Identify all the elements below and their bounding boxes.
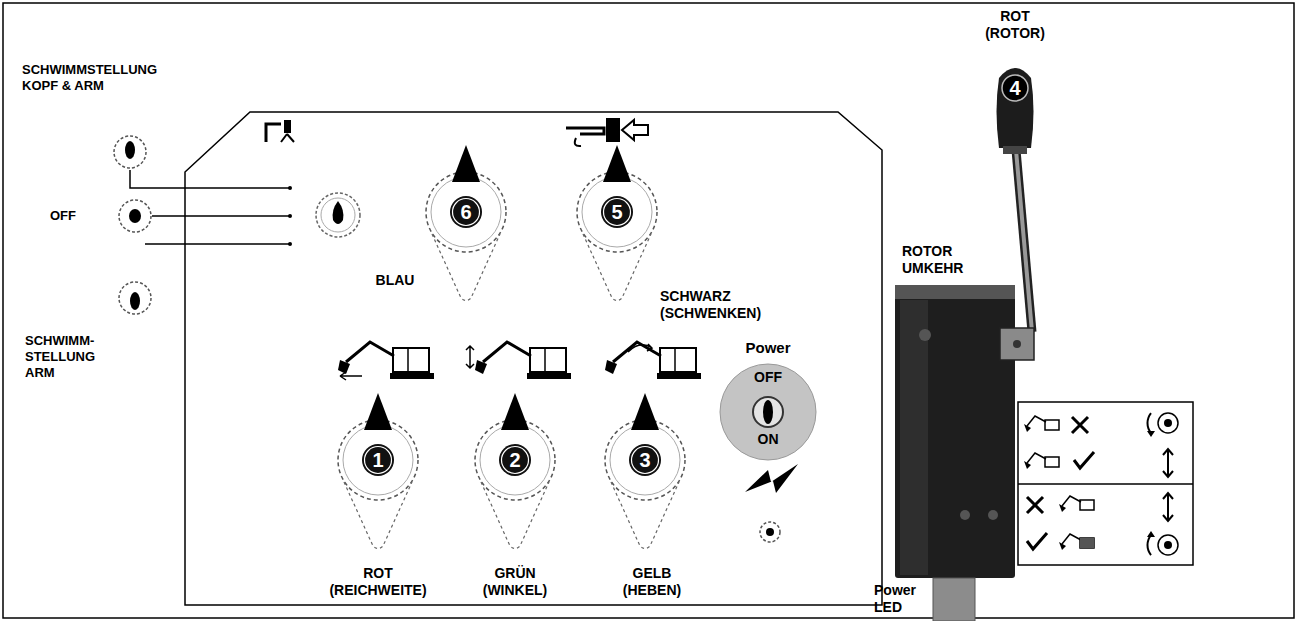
control-knob-outline	[333, 388, 423, 554]
knob-cap	[362, 444, 394, 476]
excavator-icon	[338, 342, 434, 379]
switch-position: ON	[738, 431, 798, 448]
joystick-collar	[1003, 146, 1027, 154]
excavator-icon	[605, 342, 701, 379]
knob-range	[583, 234, 651, 301]
callout-number: 6	[451, 201, 481, 223]
leader-dot	[288, 242, 292, 246]
part-label: ROTOR UMKEHR	[902, 243, 992, 277]
control-knob: 2GRÜN (WINKEL)	[470, 388, 560, 554]
leader-line	[130, 170, 290, 244]
knob-range	[344, 482, 412, 549]
leader-dot	[288, 214, 292, 218]
callout-number: 4	[1000, 77, 1030, 99]
knob-pointer	[603, 145, 631, 182]
joystick-housing	[895, 285, 1034, 578]
knob-label: SCHWARZ (SCHWENKEN)	[660, 288, 780, 322]
knob-cap	[450, 196, 482, 228]
motion-arrow	[340, 372, 362, 380]
control-knob: 1ROT (REICHWEITE)	[333, 388, 423, 554]
knob-ring	[480, 425, 550, 495]
knob-label: GRÜN (WINKEL)	[475, 565, 555, 599]
knob-label: ROT (REICHWEITE)	[323, 565, 433, 599]
knob-pointer	[501, 393, 529, 430]
knob-ring	[431, 177, 501, 247]
knob-ring	[338, 420, 418, 500]
instruction-sticker	[1018, 402, 1193, 565]
callout-number: 5	[602, 201, 632, 223]
joystick-label: ROT (ROTOR)	[975, 8, 1055, 42]
part-label: Power LED	[874, 582, 924, 616]
control-knob: 3GELB (HEBEN)	[600, 388, 690, 554]
lightning-symbol	[745, 464, 798, 493]
power-led	[760, 522, 780, 542]
joystick-knob-outline	[985, 60, 1045, 155]
mode-label: OFF	[50, 208, 90, 224]
mode-label: SCHWIMMSTELLUNG KOPF & ARM	[22, 62, 182, 94]
power-label: Power	[735, 339, 801, 357]
knob-ring	[582, 177, 652, 247]
power-switch-ring	[753, 397, 783, 427]
callout-number: 2	[500, 449, 530, 471]
mode-switch	[316, 193, 360, 237]
control-knob: 6BLAU	[421, 140, 511, 306]
power-switch: PowerOFFON	[718, 362, 818, 462]
control-knob-outline	[470, 388, 560, 554]
float-icon	[266, 120, 294, 142]
joystick-grip	[997, 68, 1034, 148]
knob-cap	[629, 444, 661, 476]
knob-label: BLAU	[365, 272, 425, 289]
knob-pointer	[452, 145, 480, 182]
control-knob-outline	[421, 140, 511, 306]
knob-ring	[605, 420, 685, 500]
knob-range	[481, 482, 549, 549]
knob-cap	[499, 444, 531, 476]
switch-position: OFF	[738, 369, 798, 386]
control-knob-outline	[600, 388, 690, 554]
knob-ring	[343, 425, 413, 495]
callout-number: 1	[363, 449, 393, 471]
control-knob: 5SCHWARZ (SCHWENKEN)	[572, 140, 662, 306]
control-panel	[185, 112, 882, 605]
frame	[3, 3, 1294, 618]
knob-ring	[426, 172, 506, 252]
control-knob-outline	[572, 140, 662, 306]
leader-dot	[288, 186, 292, 190]
mode-label: SCHWIMM- STELLUNG ARM	[25, 333, 110, 381]
motion-arrow	[466, 346, 474, 368]
joystick-knob: ROT (ROTOR)4	[985, 60, 1045, 155]
power-switch-lever	[763, 400, 773, 424]
knob-pointer	[364, 393, 392, 430]
knob-ring	[475, 420, 555, 500]
knob-ring	[610, 425, 680, 495]
cable	[933, 578, 975, 621]
switch-position-icon	[114, 136, 146, 168]
switch-position-icon	[119, 282, 151, 314]
callout-number: 3	[630, 449, 660, 471]
knob-range	[611, 482, 679, 549]
knob-pointer	[631, 393, 659, 430]
knob-ring	[577, 172, 657, 252]
knob-range	[432, 234, 500, 301]
joystick-shaft	[1016, 150, 1032, 332]
switch-position-icon	[119, 200, 151, 232]
knob-label: GELB (HEBEN)	[612, 565, 692, 599]
excavator-icon	[475, 342, 571, 379]
motion-arrow	[628, 344, 652, 352]
power-switch-disc	[720, 364, 816, 460]
knob-cap	[601, 196, 633, 228]
swing-icon	[566, 118, 648, 146]
